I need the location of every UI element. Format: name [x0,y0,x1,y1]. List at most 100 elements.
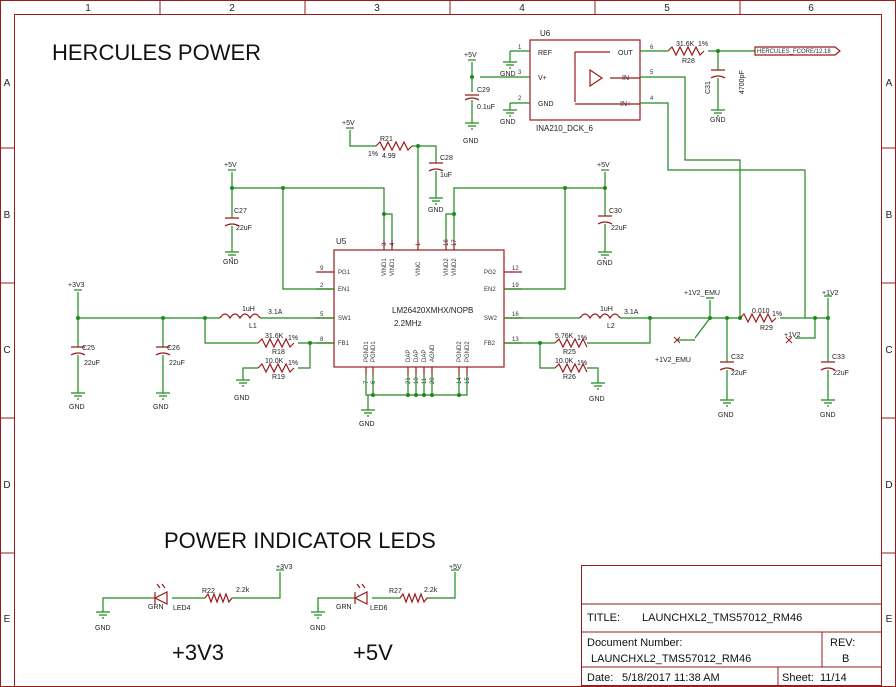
p1v2-label-top: +1V2 [822,290,839,297]
col-marker-6: 6 [808,3,814,14]
u6-pinnum-4: 4 [650,96,654,102]
r25-val: 5.76K [555,333,574,340]
u5-pin-num-9: 9 [320,266,324,272]
u5-pin-name-dap: DAP [414,350,420,362]
c26-ref: C26 [167,345,180,352]
rev-label: REV: [830,637,855,649]
u5-pin-num-15: 15 [465,377,471,384]
led6-color: GRN [336,604,352,611]
u6-pin-out: OUT [618,50,634,57]
u5-pin-num-5: 5 [320,312,324,318]
u5-pin-name-fb2: FB2 [484,341,496,347]
r27-val: 2.2k [424,587,438,594]
gnd-label-c29: GND [463,138,479,145]
title-label: TITLE: [587,612,620,624]
row-marker-a-left: A [4,78,11,89]
led6-ref: LED6 [370,605,388,612]
r28: 31.6K 1% R28 [640,41,755,65]
led4-color: GRN [148,604,164,611]
c33-ref: C33 [832,354,845,361]
c29-val: 0.1uF [477,104,495,111]
docnum-value: LAUNCHXL2_TMS57012_RM46 [591,653,751,665]
u5-lm26420: U5 LM26420XMHX/NOPB 2.2MHz [333,237,505,368]
row-marker-a-right: A [886,78,893,89]
sheet-label: Sheet: [782,672,814,684]
row-marker-c-right: C [885,345,892,356]
c26-val: 22uF [169,360,185,367]
l1-ref: L1 [249,323,257,330]
u5-pin-name-vind1: VIND1 [382,258,388,276]
u5-pin-name-sw2: SW2 [484,316,498,322]
u5-pin-num-21: 21 [406,377,412,384]
u6-pinnum-3: 3 [518,70,522,76]
p5v-label-u6: +5V [464,52,477,59]
date-label: Date: [587,672,613,684]
r21: R21 1% 4.99 +5V [342,120,419,240]
u5-pin-num-7: 7 [364,380,370,384]
u6-pin-vplus: V+ [538,75,547,82]
p5v-label-left: +5V [224,162,237,169]
c32-ref: C32 [731,354,744,361]
u5-pin-num-12: 12 [512,266,519,272]
r19-tol: 1% [288,360,298,367]
p3v3-label-led: +3V3 [276,564,293,571]
gnd-label-c25: GND [69,404,85,411]
row-marker-e-right: E [886,614,893,625]
u6-pinnum-5: 5 [650,70,654,76]
p1v2emu-label-top: +1V2_EMU [684,290,720,297]
c33: C33 22uF GND [820,318,849,419]
sheet-value: 11/14 [820,672,847,684]
c25-ref: C25 [82,345,95,352]
r19: 10.0K 1% R19 [257,358,298,381]
c27-val: 22uF [236,225,252,232]
u5-pin-num-2: 2 [320,283,324,289]
c30-ref: C30 [609,208,622,215]
r22-ref: R22 [202,588,215,595]
r27-ref: R27 [389,588,402,595]
u5-pin-name-vind2: VIND2 [444,258,450,276]
u5-pin-num-1: 1 [416,242,422,246]
col-marker-3: 3 [374,3,380,14]
r29-ref: R29 [760,325,773,332]
u5-pin-name-vind2: VIND2 [452,258,458,276]
u5-pin-num-19: 19 [512,283,519,289]
u5-pin-num-20: 20 [430,377,436,384]
u6-pinnum-1: 1 [518,45,522,51]
rev-value: B [842,653,849,665]
r26-ref: R26 [563,374,576,381]
p5v-label-led: +5V [449,564,462,571]
gnd-label-c30: GND [597,260,613,267]
u5-pin-num-6: 6 [371,380,377,384]
p1v2-label-bottom: +1V2 [784,332,801,339]
u5-pin-name-en2: EN2 [484,287,496,293]
gnd-label-led6: GND [310,625,326,632]
r28-val: 31.6K [676,41,695,48]
u5-bottom-pins: PGND17PGND16DAP21DAP10DAP11AGND20PGND214… [364,341,471,384]
r18-tol: 1% [288,335,298,342]
r25-ref: R25 [563,349,576,356]
gnd-label-r26: GND [589,396,605,403]
r18-ref: R18 [272,349,285,356]
u5-pin-name-pg1: PG1 [338,270,351,276]
u5-part: LM26420XMHX/NOPB [392,306,473,315]
gnd-label-led4: GND [95,625,111,632]
u5-pin-name-vinc: VINC [416,261,422,276]
u5-pin-name-pgnd2: PGND2 [465,341,471,362]
u5-pin-name-agnd: AGND [430,344,436,362]
date-value: 5/18/2017 11:38 AM [622,672,720,684]
row-marker-d-left: D [3,480,10,491]
gnd-label-c33: GND [820,412,836,419]
col-marker-5: 5 [664,3,670,14]
c30: C30 22uF GND [597,188,627,267]
u6-pinnum-6: 6 [650,45,654,51]
u5-pin-name-en1: EN1 [338,287,350,293]
u6-pin-ref: REF [538,50,552,57]
u5-pin-name-vind1: VIND1 [390,258,396,276]
gnd-label-c28: GND [428,207,444,214]
power-indicator-leds-title: POWER INDICATOR LEDS [164,528,436,553]
u5-pin-name-pgnd1: PGND1 [364,341,370,362]
c32: C32 22uF GND [718,318,747,419]
col-marker-1: 1 [85,3,91,14]
